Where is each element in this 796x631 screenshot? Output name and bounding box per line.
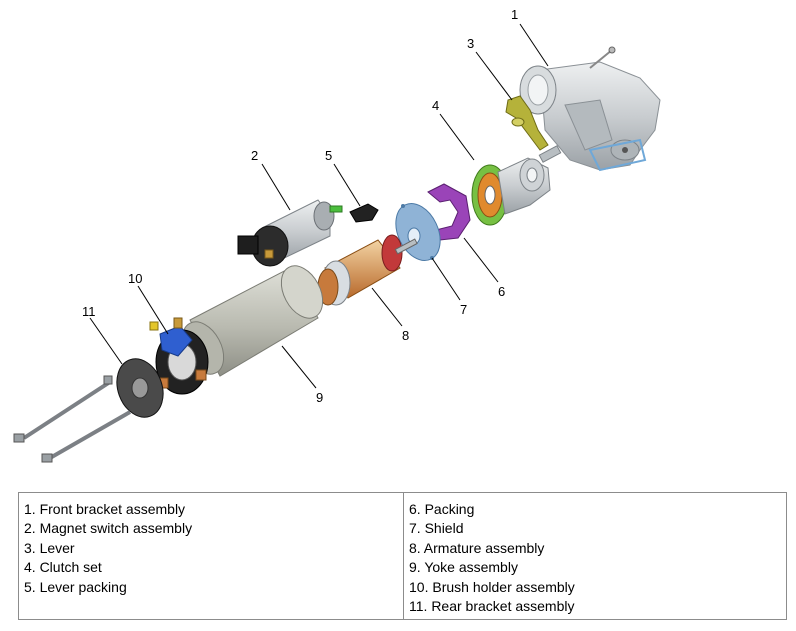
legend-item: 5. Lever packing (24, 578, 127, 595)
exploded-view-diagram: 1 2 3 4 5 6 7 8 9 10 11 (13, 7, 661, 463)
legend-item: 9. Yoke assembly (409, 559, 518, 576)
rear-bracket-assembly (13, 358, 164, 463)
callout-7: 7 (460, 302, 467, 317)
legend-column-left: 1. Front bracket assembly 2. Magnet swit… (19, 493, 404, 619)
legend-item: 3. Lever (24, 539, 75, 556)
magnet-switch-assembly (237, 199, 343, 267)
legend-item: 11. Rear bracket assembly (409, 598, 575, 615)
callout-6: 6 (498, 284, 505, 299)
legend-item: 2. Magnet switch assembly (24, 520, 193, 537)
leader-3 (475, 51, 513, 101)
legend-column-right: 6. Packing 7. Shield 8. Armature assembl… (404, 493, 786, 619)
leader-9 (281, 345, 317, 389)
legend-item: 10. Brush holder assembly (409, 578, 575, 595)
leader-8 (371, 287, 403, 327)
parts-legend-table: 1. Front bracket assembly 2. Magnet swit… (18, 492, 787, 620)
leader-4 (439, 113, 475, 161)
lever (505, 95, 549, 151)
callout-numbers: 1 2 3 4 5 6 7 8 9 10 11 (82, 7, 518, 405)
callout-3: 3 (467, 36, 474, 51)
callout-4: 4 (432, 98, 439, 113)
callout-2: 2 (251, 148, 258, 163)
leader-2 (261, 163, 291, 211)
leader-1 (519, 23, 549, 67)
callout-11: 11 (82, 304, 96, 319)
legend-item: 1. Front bracket assembly (24, 501, 186, 517)
leader-10 (137, 285, 169, 335)
armature-assembly (298, 234, 418, 306)
legend-item: 7. Shield (409, 520, 464, 537)
leader-5 (333, 163, 361, 207)
legend-item: 8. Armature assembly (409, 539, 545, 556)
callout-1: 1 (511, 7, 518, 22)
callout-9: 9 (316, 390, 323, 405)
leader-11 (89, 317, 123, 365)
legend-item: 6. Packing (409, 501, 475, 517)
leader-7 (431, 257, 461, 301)
leader-lines (89, 23, 549, 389)
callout-8: 8 (402, 328, 409, 343)
leader-6 (463, 237, 499, 283)
clutch-set (471, 145, 562, 226)
front-bracket-assembly (519, 46, 661, 172)
legend-item: 4. Clutch set (24, 559, 102, 576)
lever-packing (349, 203, 379, 223)
callout-5: 5 (325, 148, 332, 163)
callout-10: 10 (128, 271, 142, 286)
